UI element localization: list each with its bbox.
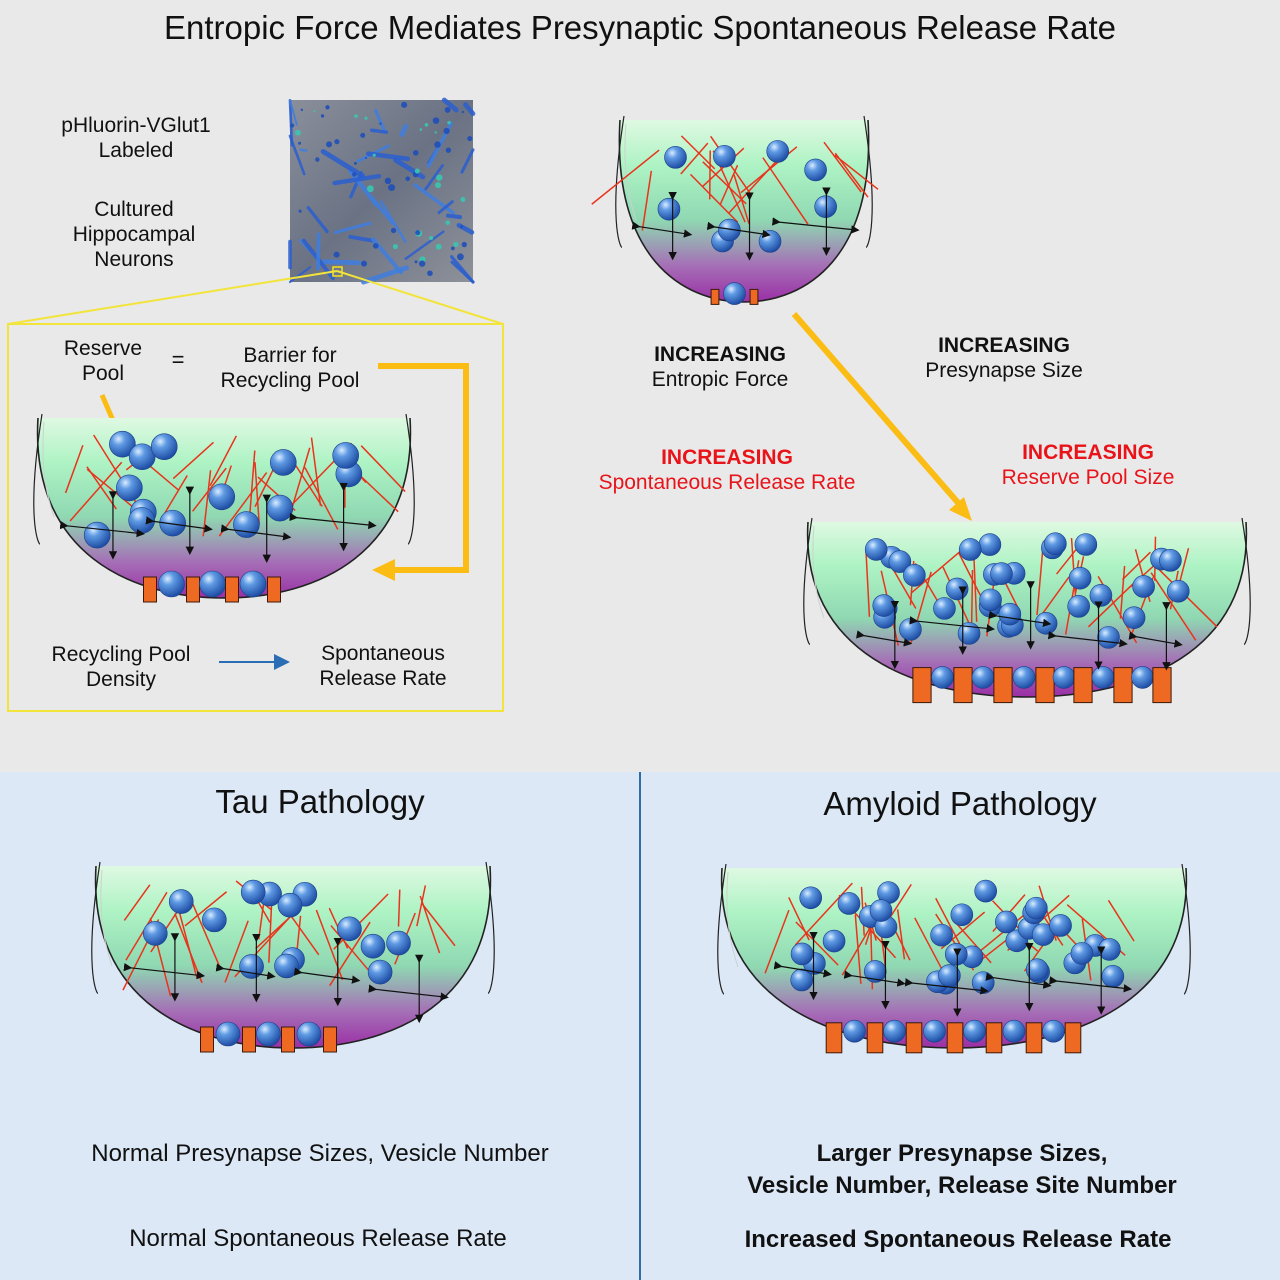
reserve-pool-size-text: Reserve Pool Size bbox=[1001, 466, 1175, 490]
tau-synapse bbox=[91, 861, 495, 1053]
culture-label-line-1: Cultured bbox=[94, 198, 174, 221]
release-rate-increasing: INCREASING bbox=[661, 446, 793, 469]
amyloid-line-2: Vesicle Number, Release Site Number bbox=[747, 1172, 1177, 1199]
tau-line-2: Normal Spontaneous Release Rate bbox=[129, 1225, 507, 1252]
culture-label-line-2: Hippocampal bbox=[72, 223, 196, 247]
reserve-pool-size-label: INCREASING Reserve Pool Size bbox=[968, 440, 1208, 490]
zoom-inset-box bbox=[7, 270, 504, 712]
reserve-pool-size-increasing: INCREASING bbox=[1022, 441, 1154, 464]
barrier-label: Barrier for Recycling Pool bbox=[195, 343, 385, 393]
recycling-density-label-line-1: Recycling Pool bbox=[51, 643, 191, 666]
increasing-size-arrow bbox=[791, 312, 972, 521]
reserve-pool-label-line-2: Pool bbox=[81, 362, 125, 386]
probe-label-line-1: pHluorin-VGlut1 bbox=[61, 114, 211, 137]
probe-label-line-2: Labeled bbox=[98, 139, 174, 163]
figure-title: Entropic Force Mediates Presynaptic Spon… bbox=[163, 9, 1117, 46]
tau-line-1: Normal Presynapse Sizes, Vesicle Number bbox=[91, 1140, 549, 1167]
recycling-density-label-line-2: Density bbox=[85, 668, 157, 692]
amyloid-line-3: Increased Spontaneous Release Rate bbox=[744, 1226, 1172, 1253]
entropic-force-increasing: INCREASING bbox=[654, 343, 786, 366]
amyloid-synapse bbox=[717, 863, 1191, 1054]
microscopy-image bbox=[288, 97, 476, 285]
spontaneous-rate-label-line-1: Spontaneous bbox=[321, 642, 445, 665]
probe-label: pHluorin-VGlut1 Labeled bbox=[36, 113, 236, 163]
barrier-label-line-1: Barrier for bbox=[243, 344, 337, 367]
barrier-label-line-2: Recycling Pool bbox=[220, 369, 360, 393]
reserve-pool-label: Reserve Pool bbox=[43, 336, 163, 386]
equals-sign: = bbox=[171, 347, 185, 372]
tau-title: Tau Pathology bbox=[215, 783, 425, 820]
presynapse-size-text: Presynapse Size bbox=[925, 359, 1083, 383]
spontaneous-rate-label: Spontaneous Release Rate bbox=[293, 641, 473, 691]
large-synapse bbox=[803, 517, 1251, 704]
recycling-density-label: Recycling Pool Density bbox=[26, 642, 216, 692]
amyloid-line-1: Larger Presynapse Sizes, bbox=[816, 1140, 1108, 1167]
culture-label-line-3: Neurons bbox=[94, 248, 174, 272]
entropic-force-text: Entropic Force bbox=[651, 368, 789, 392]
entropic-force-label: INCREASING Entropic Force bbox=[610, 342, 830, 392]
release-rate-text: Spontaneous Release Rate bbox=[598, 471, 856, 495]
small-synapse bbox=[591, 115, 879, 305]
culture-label: Cultured Hippocampal Neurons bbox=[34, 197, 234, 273]
presynapse-size-label: INCREASING Presynapse Size bbox=[894, 333, 1114, 383]
spontaneous-rate-label-line-2: Release Rate bbox=[319, 667, 447, 691]
release-rate-increase-label: INCREASING Spontaneous Release Rate bbox=[567, 445, 887, 495]
recycling-synapse bbox=[33, 413, 415, 603]
presynapse-size-increasing: INCREASING bbox=[938, 334, 1070, 357]
barrier-feedback-arrow bbox=[372, 363, 469, 581]
reserve-pool-label-line-1: Reserve bbox=[63, 337, 143, 360]
amyloid-title: Amyloid Pathology bbox=[823, 785, 1097, 822]
